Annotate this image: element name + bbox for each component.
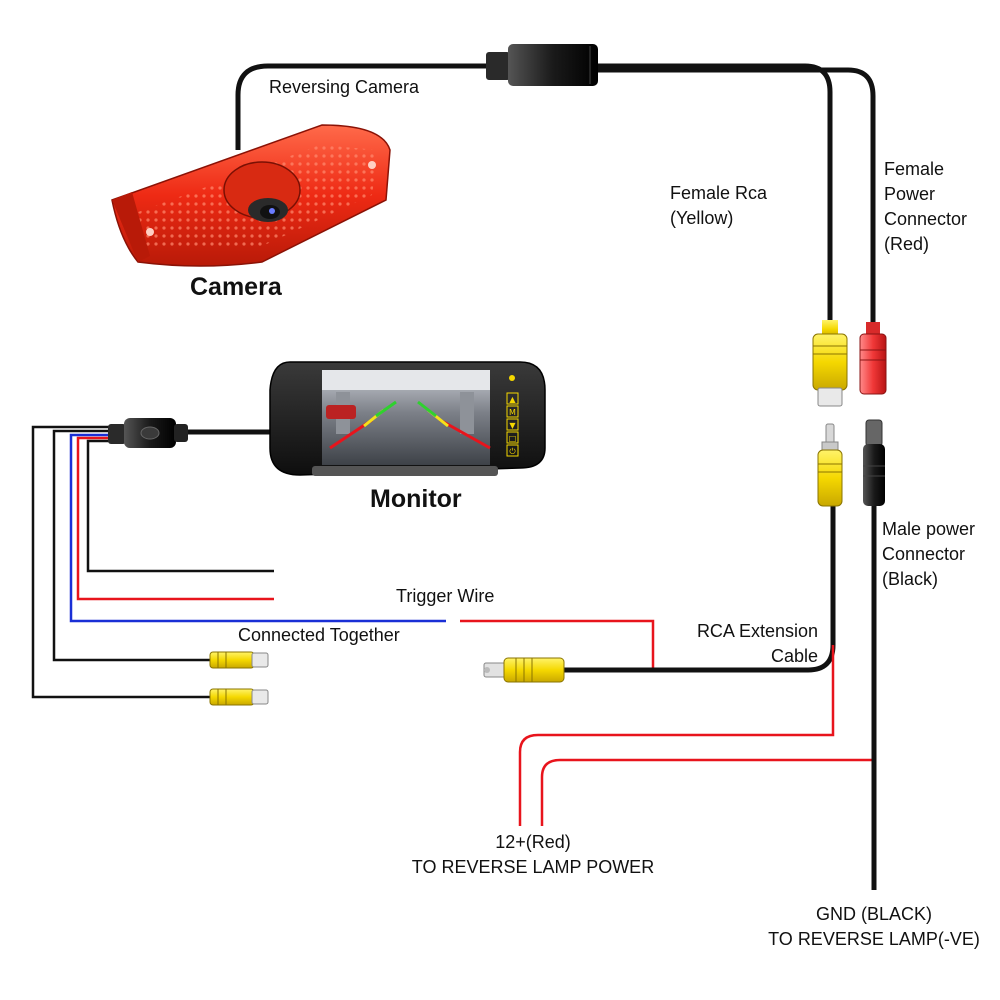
monitor-button-menu[interactable]: M xyxy=(509,408,516,417)
harness-rca-video-in-1 xyxy=(209,651,269,669)
male-power-label: Male power Connector (Black) xyxy=(882,517,975,592)
harness-black-1 xyxy=(31,425,212,699)
reverse-gnd-label-line-2: TO REVERSE LAMP(-VE) xyxy=(768,929,980,949)
rca-extension-label-line-2: Cable xyxy=(770,646,818,666)
male-power-label-line-2: Connector xyxy=(882,544,966,564)
reverse-power-label-line-1: 12+(Red) xyxy=(495,832,571,852)
trigger-wire-label: Trigger Wire xyxy=(396,586,495,606)
female-power-label-line-1: Female xyxy=(884,159,945,179)
reverse-power-label-line-2: TO REVERSE LAMP POWER xyxy=(411,857,655,877)
camera-cable xyxy=(235,63,488,150)
monitor-button-up[interactable]: ▲ xyxy=(509,395,516,404)
power-red-wire-1 xyxy=(518,645,835,826)
female-rca-label-line-2: (Yellow) xyxy=(670,208,734,228)
male-power-label-line-3: (Black) xyxy=(882,569,939,589)
reverse-gnd-label: GND (BLACK) TO REVERSE LAMP(-VE) xyxy=(754,902,994,952)
harness-red xyxy=(76,436,274,601)
female-rca-label-line-1: Female Rca xyxy=(670,183,768,203)
harness-black-2 xyxy=(52,429,212,662)
rca-extension-male-plug xyxy=(483,657,565,683)
trigger-wire xyxy=(460,619,655,668)
female-power-label: Female Power Connector (Red) xyxy=(884,157,967,257)
female-power-label-line-4: (Red) xyxy=(884,234,930,254)
harness-rca-video-in-2 xyxy=(209,688,269,706)
camera-label: Camera xyxy=(190,273,282,301)
female-power-label-line-2: Power xyxy=(884,184,936,204)
extension-male-rca xyxy=(817,423,843,507)
camera-female-rca xyxy=(812,320,848,407)
monitor-button-source[interactable]: □ xyxy=(509,434,517,443)
monitor-buttons: ▲ M ▼ □ ⏻ xyxy=(506,392,519,457)
power-red-wire-2 xyxy=(540,728,875,826)
connected-together-label: Connected Together xyxy=(238,625,400,645)
male-power-label-line-1: Male power xyxy=(882,519,976,539)
female-power-label-line-3: Connector xyxy=(884,209,968,229)
rca-extension-label-line-1: RCA Extension xyxy=(696,621,818,641)
monitor-button-down[interactable]: ▼ xyxy=(509,421,516,430)
harness-blue xyxy=(69,433,446,623)
camera-female-power xyxy=(859,322,887,395)
rca-extension-label: RCA Extension Cable xyxy=(668,619,818,669)
harness-black-3 xyxy=(86,439,274,573)
camera-unit xyxy=(111,124,391,267)
monitor-label: Monitor xyxy=(370,485,462,513)
reverse-power-label: 12+(Red) TO REVERSE LAMP POWER xyxy=(400,830,666,880)
camera-connector xyxy=(486,44,598,86)
monitor-harness-plug xyxy=(108,418,188,448)
reverse-gnd-label-line-1: GND (BLACK) xyxy=(815,904,932,924)
power-cable xyxy=(598,67,876,324)
reversing-camera-label: Reversing Camera xyxy=(269,77,420,97)
monitor-unit xyxy=(269,361,546,476)
male-power-connector xyxy=(863,419,885,506)
monitor-button-power[interactable]: ⏻ xyxy=(509,447,516,456)
female-rca-label: Female Rca (Yellow) xyxy=(670,181,767,231)
